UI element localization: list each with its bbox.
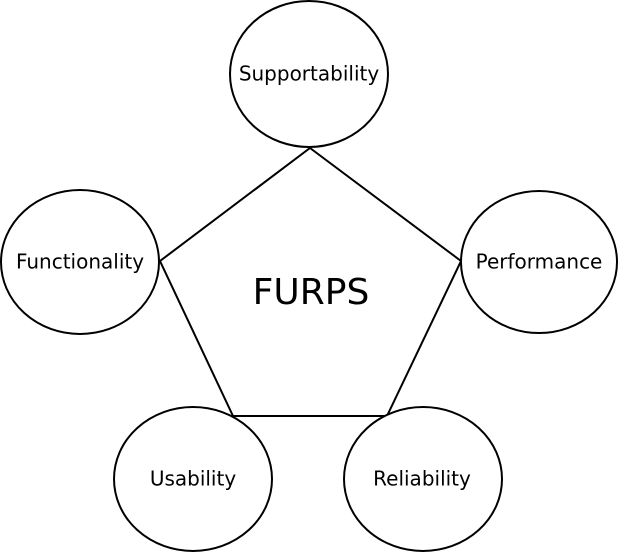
node-performance: Performance xyxy=(460,190,618,334)
node-functionality-ellipse xyxy=(0,189,160,335)
node-usability-ellipse xyxy=(113,406,273,552)
center-label: FURPS xyxy=(253,272,370,313)
node-usability: Usability xyxy=(113,406,273,552)
node-reliability: Reliability xyxy=(343,406,503,552)
node-functionality: Functionality xyxy=(0,189,160,335)
node-performance-ellipse xyxy=(460,190,618,334)
node-reliability-label: Reliability xyxy=(373,467,471,491)
node-performance-label: Performance xyxy=(476,250,603,274)
node-supportability-label: Supportability xyxy=(239,62,380,86)
node-supportability-ellipse xyxy=(229,0,389,148)
node-supportability: Supportability xyxy=(229,0,389,148)
node-reliability-ellipse xyxy=(343,406,503,552)
node-usability-label: Usability xyxy=(150,467,237,491)
node-functionality-label: Functionality xyxy=(16,250,144,274)
furps-pentagon xyxy=(158,146,463,417)
